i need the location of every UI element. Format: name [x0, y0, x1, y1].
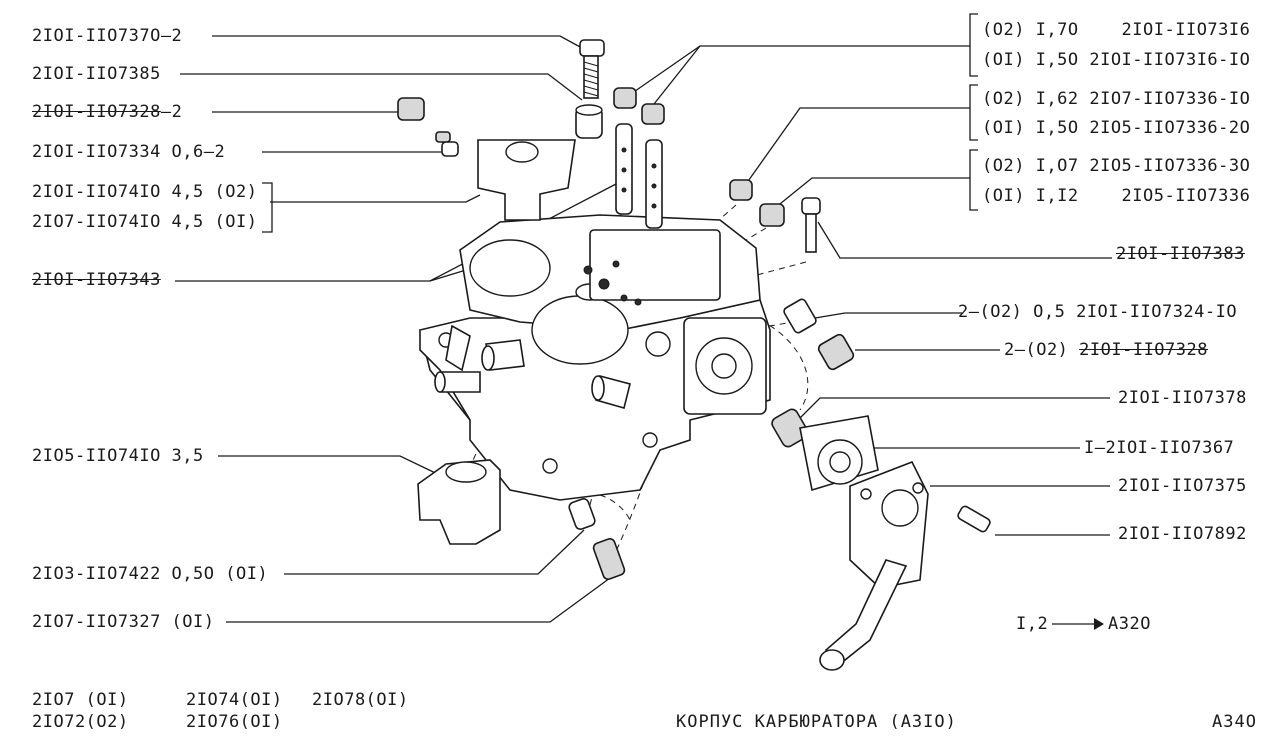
callout-left-2: 2IOI-IIO7385	[32, 64, 161, 84]
callout-right-12: 2IOI-IIO7375	[1118, 476, 1247, 496]
callout-right-6: (OI) I,I2 2IO5-IIO7336	[982, 186, 1251, 206]
lower-left-parts	[417, 459, 626, 581]
page-title: КОРПУС КАРБЮРАТОРА (A3IO)	[676, 712, 957, 732]
callout-right-5: (O2) I,O7 2IO5-IIO7336-3O	[982, 156, 1251, 176]
left-bracket	[262, 182, 273, 233]
model-row1-c: 2IO78(OI)	[312, 690, 409, 710]
right-bracket-3	[969, 149, 978, 211]
callout-right-10: 2IOI-IIO7378	[1118, 388, 1247, 408]
leader-lines-right	[627, 45, 1112, 536]
callout-right-9: 2—(O2) 2IOI-IIO7328	[1004, 340, 1208, 360]
callout-right-13: 2IOI-IIO7892	[1118, 524, 1247, 544]
callout-left-9: 2IO3-IIO7422 O,5O (OI)	[32, 564, 269, 584]
model-row1-b: 2IO74(OI)	[186, 690, 283, 710]
callout-left-5: 2IOI-IIO74IO 4,5 (O2)	[32, 182, 258, 202]
leader-lines-left	[175, 35, 617, 623]
model-row2-a: 2IO72(O2)	[32, 712, 129, 732]
ref-arrow-head	[1094, 618, 1104, 630]
callout-left-6: 2IO7-IIO74IO 4,5 (OI)	[32, 212, 258, 232]
page-code: A34O	[1212, 712, 1257, 732]
callout-right-2: (OI) I,5O 2IOI-IIO73I6-IO	[982, 50, 1251, 70]
carburetor-body	[419, 214, 771, 501]
right-bracket-2	[969, 84, 978, 141]
model-row2-b: 2IO76(OI)	[186, 712, 283, 732]
right-bracket-1	[969, 13, 978, 77]
callout-left-1: 2IOI-IIO737O—2	[32, 26, 183, 46]
right-side-parts	[771, 298, 991, 671]
callout-left-3: 2IOI-IIO7328—2	[32, 102, 183, 122]
callout-right-8: 2—(O2) O,5 2IOI-IIO7324-IO	[958, 302, 1238, 322]
ref-arrow-left-label: I,2	[1016, 614, 1049, 634]
callout-right-11: I—2IOI-IIO7367	[1084, 438, 1235, 458]
callout-left-7: 2IOI-IIO7343	[32, 270, 161, 290]
ref-arrow-right-label: A32O	[1108, 614, 1151, 634]
top-parts	[397, 39, 821, 253]
callout-right-1: (O2) I,7O 2IOI-IIO73I6	[982, 20, 1251, 40]
callout-left-4: 2IOI-IIO7334 O,6—2	[32, 142, 226, 162]
callout-left-8: 2IO5-IIO74IO 3,5	[32, 446, 204, 466]
model-row1-a: 2IO7 (OI)	[32, 690, 129, 710]
callout-right-3: (O2) I,62 2IO7-IIO7336-IO	[982, 89, 1251, 109]
callout-left-10: 2IO7-IIO7327 (OI)	[32, 612, 215, 632]
callout-right-4: (OI) I,5O 2IO5-IIO7336-2O	[982, 118, 1251, 138]
callout-right-7: 2IOI-IIO7383	[1116, 244, 1245, 264]
